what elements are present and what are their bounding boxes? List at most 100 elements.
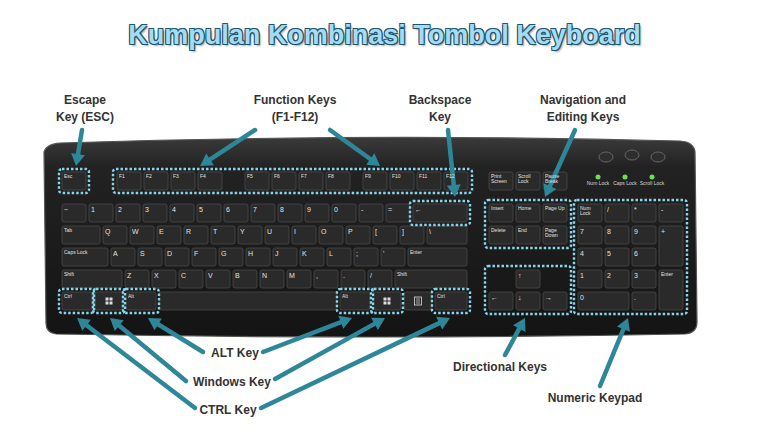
key-cap [219, 248, 243, 266]
key-legend: F [194, 250, 215, 266]
callout-label: Numeric Keypad [539, 390, 651, 407]
key-legend: 5 [607, 250, 628, 266]
leader-arrow [505, 318, 526, 355]
key-legend: Alt [128, 294, 155, 310]
key-legend: Enter [410, 250, 466, 266]
leader-arrow [600, 318, 630, 386]
leader-shaft [261, 322, 442, 408]
key-cap [287, 270, 311, 288]
dotted-outline [93, 289, 125, 313]
key-cap [327, 248, 351, 266]
key-legend: E [159, 228, 180, 244]
key-cap [605, 248, 629, 266]
logo-square [110, 298, 113, 301]
key-cap [427, 226, 467, 244]
leader-shaft [77, 130, 82, 157]
key-legend: \ [429, 228, 466, 244]
key-cap [319, 226, 343, 244]
leader-head [77, 318, 91, 331]
key-cap [138, 248, 162, 266]
key-cap [489, 292, 513, 310]
key-legend: 9 [634, 228, 655, 244]
key-cap [659, 270, 683, 310]
menu-line [416, 299, 420, 300]
key-legend: Num Lock [580, 206, 601, 222]
key-cap [373, 226, 397, 244]
menu-icon [415, 297, 422, 305]
title: Kumpulan Kombinasi Tombol Keyboard [0, 20, 769, 51]
dotted-outline [485, 200, 571, 248]
key-legend: Tab [64, 228, 99, 244]
key-legend: , [316, 272, 337, 288]
dotted-outline [123, 289, 159, 313]
key-cap [246, 248, 270, 266]
dotted-outline [59, 169, 89, 193]
key-legend: / [607, 206, 628, 222]
leader-head [371, 318, 385, 330]
leader-shaft [505, 326, 521, 355]
key-legend: ] [402, 228, 423, 244]
key-cap [251, 204, 275, 222]
key-cap [170, 204, 194, 222]
logo-square [106, 298, 109, 301]
key-cap [354, 248, 378, 266]
leader-arrow [71, 130, 85, 166]
key-cap [260, 270, 284, 288]
key-legend: Print Screen [491, 174, 512, 190]
key-cap [117, 172, 141, 190]
key-cap [272, 172, 296, 190]
key-cap [152, 270, 176, 288]
key-legend: ~ [64, 206, 85, 222]
key-legend: D [167, 250, 188, 266]
key-legend: F5 [247, 174, 268, 190]
key-cap [543, 226, 567, 244]
windows-logo [384, 298, 391, 305]
key-cap [245, 172, 269, 190]
key-legend: 9 [307, 206, 328, 222]
key-legend: J [275, 250, 296, 266]
key-cap [292, 226, 316, 244]
key-legend: - [661, 206, 682, 222]
key-cap [278, 204, 302, 222]
key-legend: Caps Lock [64, 250, 107, 266]
key-cap [165, 248, 189, 266]
key-cap [95, 292, 123, 310]
key-cap [206, 270, 230, 288]
leader-arrow [330, 130, 380, 166]
key-legend: 8 [280, 206, 301, 222]
key-legend: F8 [328, 174, 349, 190]
key-cap [265, 226, 289, 244]
leader-head [436, 317, 450, 330]
key-legend: 1 [91, 206, 112, 222]
logo-square [384, 298, 387, 301]
key-cap [62, 270, 122, 288]
key-cap [386, 204, 410, 222]
key-cap [340, 292, 370, 310]
key-cap [103, 226, 127, 244]
leader-shaft [275, 322, 377, 379]
key-cap [413, 204, 467, 222]
round-button [625, 150, 639, 160]
dotted-outline [432, 289, 470, 313]
key-legend: Scroll Lock [638, 181, 666, 186]
leader-head [366, 153, 380, 166]
key-cap [395, 270, 467, 288]
key-cap [326, 172, 350, 190]
key-cap [390, 172, 414, 190]
key-cap [605, 204, 629, 222]
key-cap [359, 204, 383, 222]
key-legend: 0 [580, 294, 628, 310]
key-legend: N [262, 272, 283, 288]
menu-line [416, 301, 420, 302]
windows-logo [106, 298, 113, 305]
key-cap [632, 204, 656, 222]
leader-shaft [84, 323, 195, 408]
key-legend: Page Up [545, 206, 566, 222]
key-cap [659, 226, 683, 266]
leader-arrow [544, 130, 576, 197]
dotted-outline [59, 289, 94, 313]
key-legend: ↑ [518, 272, 539, 288]
